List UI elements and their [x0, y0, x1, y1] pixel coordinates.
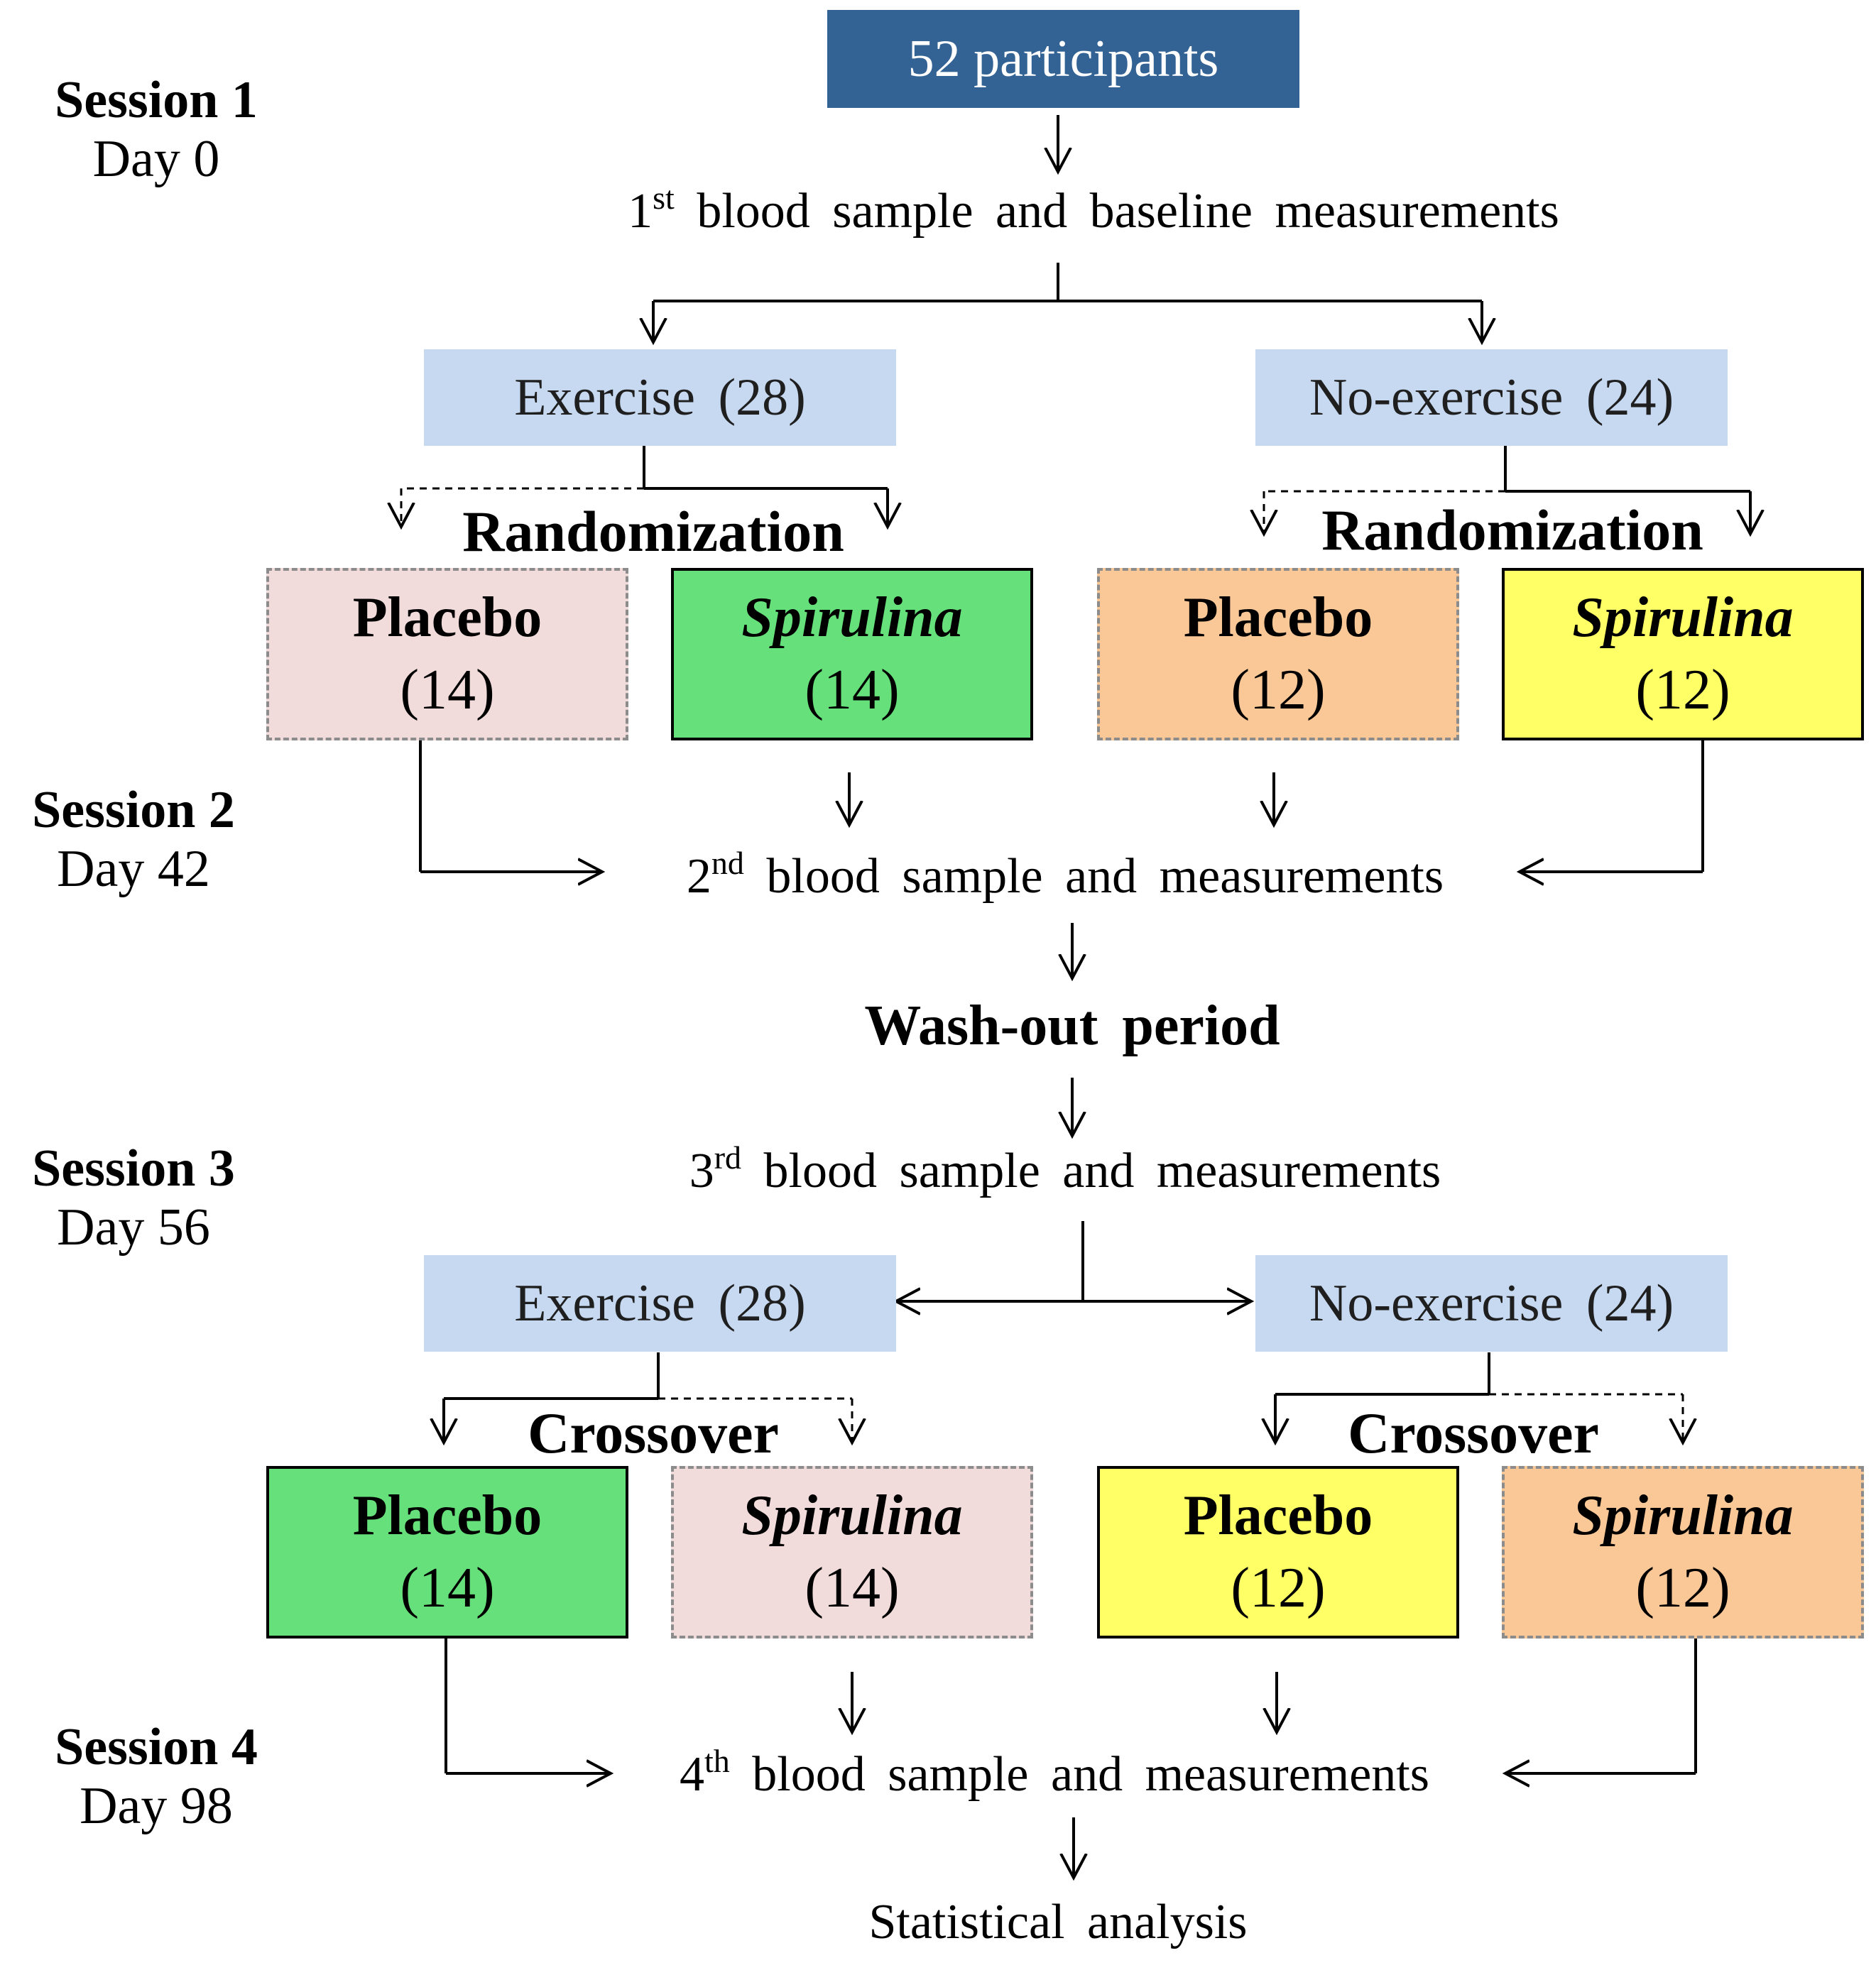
arm-name: Placebo [352, 586, 542, 649]
washout-label: Wash-out period [864, 995, 1280, 1057]
arm-name: Placebo [1183, 1484, 1373, 1547]
blood-sample-3: 3rd blood sample and measurements [604, 1142, 1527, 1200]
spirulina-no-exercise-box: Spirulina (12) [1502, 1466, 1864, 1638]
exercise-group-box: Exercise (28) [424, 1255, 896, 1352]
sample-text: blood sample and measurements [763, 1144, 1441, 1198]
session-1-label: Session 1 Day 0 [28, 71, 284, 189]
session-title: Session 3 [32, 1139, 235, 1198]
session-2-label: Session 2 Day 42 [6, 781, 261, 899]
sample-ordinal: th [704, 1743, 730, 1779]
sample-number: 2 [686, 849, 711, 904]
participants-label: 52 participants [907, 29, 1219, 88]
sample-text: blood sample and measurements [766, 849, 1444, 904]
washout-period: Wash-out period [781, 994, 1363, 1058]
group-label: Exercise (28) [514, 1274, 806, 1333]
session-day: Day 98 [80, 1776, 233, 1835]
randomization-label: Randomization [426, 498, 880, 565]
statistical-analysis: Statistical analysis [781, 1894, 1335, 1951]
sample-number: 4 [680, 1747, 704, 1802]
group-label: No-exercise (24) [1309, 1274, 1674, 1333]
crossover-text: Crossover [1348, 1401, 1599, 1465]
sample-ordinal: nd [711, 845, 744, 881]
session-title: Session 1 [55, 71, 258, 129]
arm-count: (12) [1635, 1556, 1730, 1619]
crossover-text: Crossover [528, 1401, 779, 1465]
arm-count: (12) [1231, 658, 1326, 721]
arm-count: (12) [1635, 658, 1730, 721]
sample-text: blood sample and measurements [752, 1747, 1429, 1802]
arm-count: (14) [805, 658, 900, 721]
session-title: Session 2 [32, 781, 235, 839]
arm-count: (14) [805, 1556, 900, 1619]
blood-sample-2: 2nd blood sample and measurements [604, 845, 1527, 905]
placebo-exercise-box: Placebo (14) [266, 568, 628, 740]
placebo-no-exercise-box: Placebo (12) [1097, 1466, 1459, 1638]
sample-ordinal: st [653, 180, 675, 216]
arm-count: (14) [400, 658, 495, 721]
arm-name: Spirulina [1572, 1484, 1794, 1547]
randomization-label: Randomization [1285, 497, 1740, 564]
exercise-group-box: Exercise (28) [424, 349, 896, 446]
arm-name: Placebo [1183, 586, 1373, 649]
participants-box: 52 participants [827, 10, 1299, 108]
session-day: Day 0 [92, 129, 220, 188]
final-label: Statistical analysis [868, 1895, 1248, 1949]
no-exercise-group-box: No-exercise (24) [1255, 349, 1728, 446]
randomization-text: Randomization [462, 499, 844, 564]
session-title: Session 4 [55, 1718, 258, 1776]
sample-ordinal: rd [714, 1139, 742, 1176]
arm-name: Spirulina [741, 586, 963, 649]
session-day: Day 42 [57, 839, 210, 898]
spirulina-exercise-box: Spirulina (14) [671, 1466, 1033, 1638]
arm-count: (12) [1231, 1556, 1326, 1619]
sample-number: 1 [628, 184, 653, 239]
crossover-label: Crossover [1289, 1400, 1658, 1467]
placebo-no-exercise-box: Placebo (12) [1097, 568, 1459, 740]
blood-sample-1: 1st blood sample and baseline measuremen… [497, 180, 1690, 240]
session-3-label: Session 3 Day 56 [6, 1139, 261, 1257]
arm-name: Spirulina [741, 1484, 963, 1547]
spirulina-exercise-box: Spirulina (14) [671, 568, 1033, 740]
crossover-label: Crossover [469, 1400, 838, 1467]
no-exercise-group-box: No-exercise (24) [1255, 1255, 1728, 1352]
placebo-exercise-box: Placebo (14) [266, 1466, 628, 1638]
arm-name: Spirulina [1572, 586, 1794, 649]
arm-count: (14) [400, 1556, 495, 1619]
sample-number: 3 [689, 1144, 714, 1198]
sample-text: blood sample and baseline measurements [697, 184, 1559, 239]
randomization-text: Randomization [1321, 498, 1703, 562]
group-label: No-exercise (24) [1309, 368, 1674, 427]
blood-sample-4: 4th blood sample and measurements [604, 1743, 1505, 1803]
session-day: Day 56 [57, 1198, 210, 1257]
spirulina-no-exercise-box: Spirulina (12) [1502, 568, 1864, 740]
arm-name: Placebo [352, 1484, 542, 1547]
session-4-label: Session 4 Day 98 [28, 1718, 284, 1836]
group-label: Exercise (28) [514, 368, 806, 427]
